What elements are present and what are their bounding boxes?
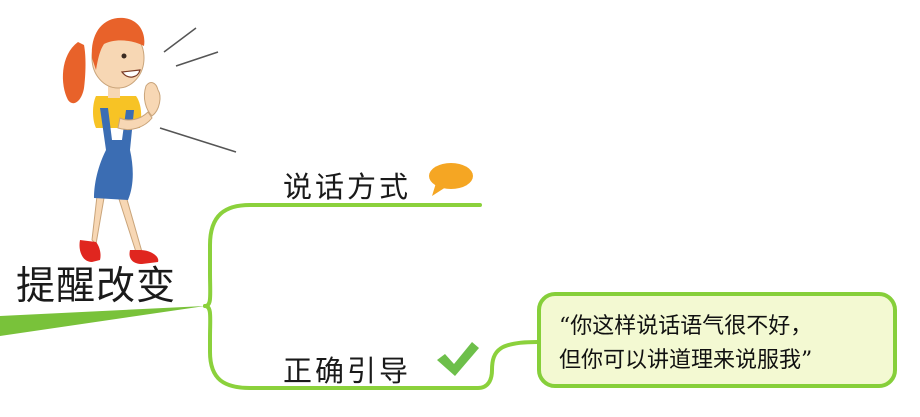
root-node-label: 提醒改变 — [16, 264, 177, 309]
branch-label-speaking-style: 说话方式 — [283, 170, 412, 204]
speech-bubble-icon — [429, 163, 473, 196]
quote-box: “你这样说话语气很不好， 但你可以讲道理来说服我” — [537, 292, 897, 388]
girl-illustration — [62, 17, 237, 264]
connector-lower — [203, 304, 539, 390]
root-underline-wedge — [0, 306, 205, 336]
branch-label-correct-guidance: 正确引导 — [283, 354, 412, 388]
quote-line-1: “你这样说话语气很不好， — [559, 314, 813, 339]
connector-upper — [203, 203, 482, 308]
checkmark-icon — [437, 342, 479, 376]
quote-line-2: 但你可以讲道理来说服我” — [559, 348, 813, 373]
